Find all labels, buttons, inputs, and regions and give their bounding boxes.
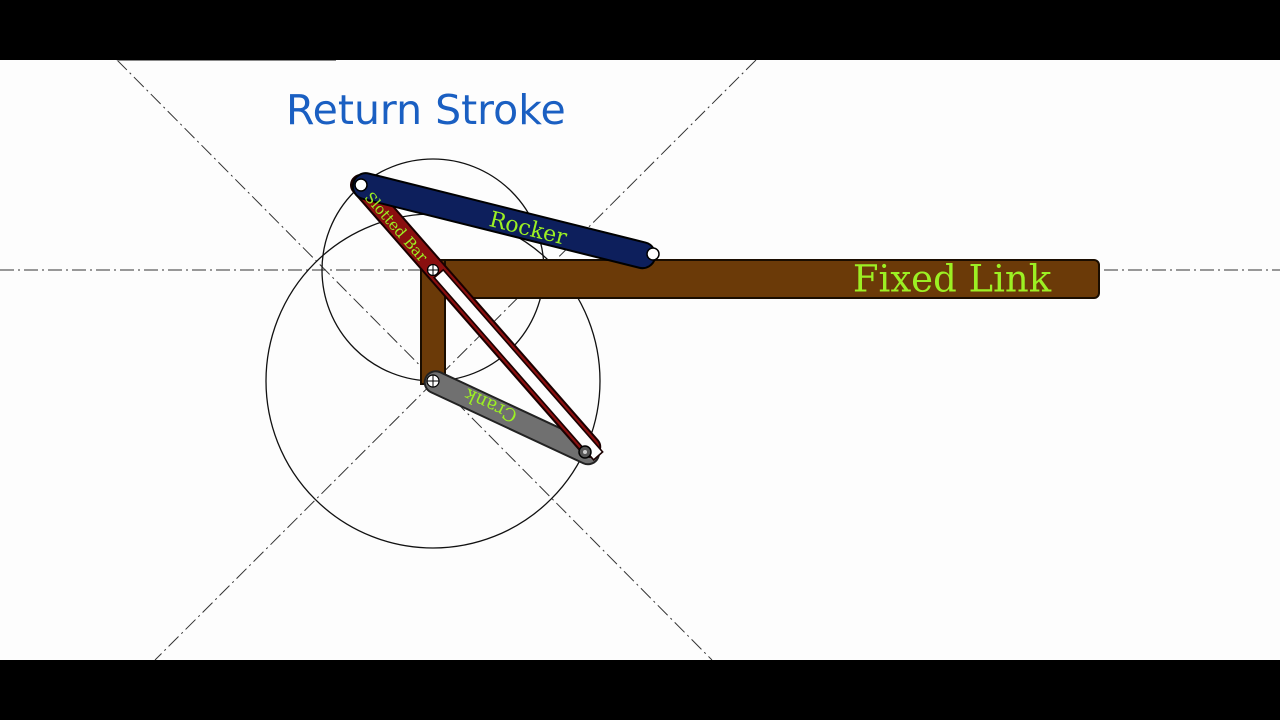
rocker-pivot-pin bbox=[426, 263, 440, 277]
rocker-slotted-bar-pin bbox=[354, 178, 368, 192]
fixed-link-label: Fixed Link bbox=[853, 258, 1052, 301]
diagonal-center-line-b bbox=[154, 60, 757, 660]
crank-body bbox=[423, 370, 600, 466]
center-lines bbox=[0, 60, 1280, 660]
slider-block-pin bbox=[578, 445, 592, 459]
stroke-title: Return Stroke bbox=[286, 86, 566, 134]
mechanism-diagram: Rocker Slotted Bar Crank Fixed Link bbox=[0, 60, 1280, 660]
animation-stage: Rocker Slotted Bar Crank Fixed Link Retu… bbox=[0, 60, 1280, 660]
slotted-bar-slot bbox=[433, 268, 604, 461]
rocker-end-pin bbox=[646, 247, 660, 261]
crank-pivot-pin bbox=[426, 374, 440, 388]
crank-link bbox=[423, 370, 600, 466]
slotted-bar-link bbox=[350, 174, 604, 461]
diagonal-center-line-a bbox=[116, 60, 713, 660]
